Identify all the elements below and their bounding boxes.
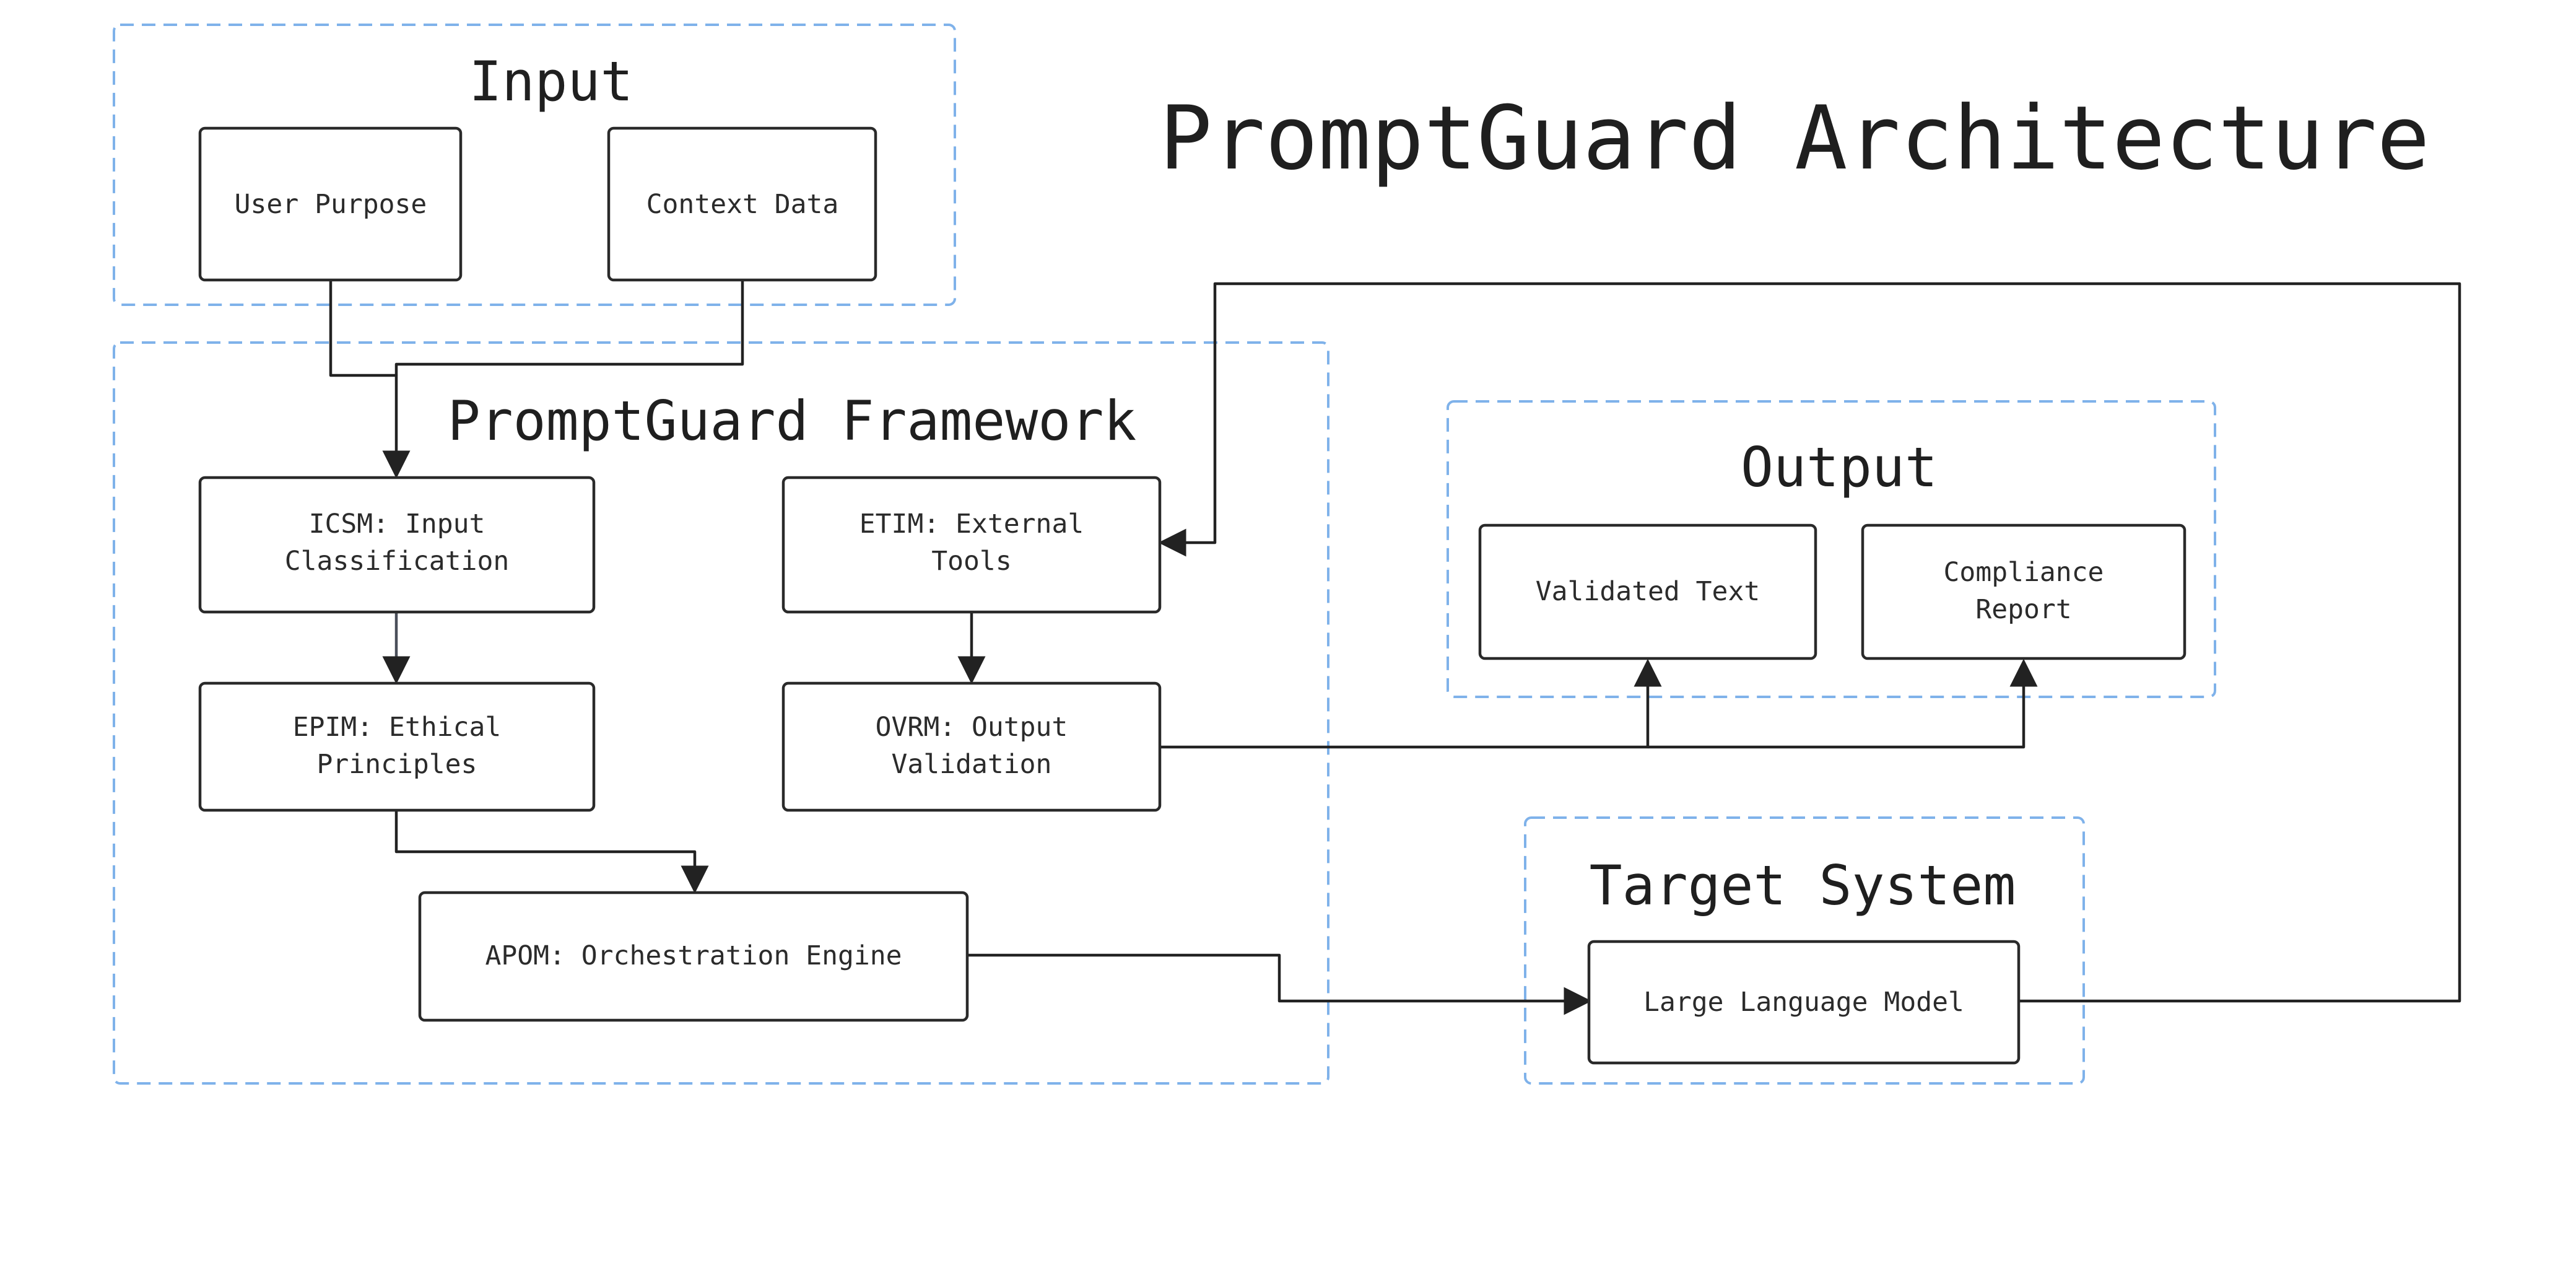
node-validated-text-box	[1478, 523, 1817, 660]
node-etim-box	[781, 476, 1162, 614]
node-large-language-model-box	[1587, 940, 2021, 1065]
input-group-title: Input	[469, 50, 633, 113]
node-user-purpose-label: User Purpose	[235, 189, 427, 220]
node-icsm-box	[198, 476, 596, 614]
node-epim-box	[198, 681, 596, 812]
node-epim-label-line2: Principles	[317, 749, 477, 780]
target-system-group-title: Target System	[1590, 854, 2016, 917]
connections	[329, 280, 2461, 1015]
node-icsm-label-line2: Classification	[285, 546, 509, 577]
edge-apom-to-llm	[967, 953, 1592, 1015]
node-apom-box	[418, 891, 969, 1022]
node-compliance-report-label-line2: Report	[1975, 594, 2071, 625]
node-compliance-report-box	[1861, 523, 2187, 660]
target-system-group: Target System	[1524, 816, 2085, 1085]
node-ovrm: OVRM: Output Validation	[781, 681, 1162, 812]
node-etim-label-line1: ETIM: External	[859, 509, 1084, 540]
input-group-border	[113, 24, 956, 306]
node-icsm: ICSM: Input Classification	[198, 476, 596, 614]
edge-llm-to-etim	[1158, 282, 2461, 1003]
edge-epim-to-apom	[394, 810, 709, 894]
node-ovrm-label-line1: OVRM: Output	[876, 712, 1068, 743]
framework-group: PromptGuard Framework	[113, 341, 1329, 1085]
node-user-purpose-box	[198, 126, 463, 282]
node-validated-text-label: Validated Text	[1536, 576, 1760, 607]
framework-group-title: PromptGuard Framework	[448, 389, 1137, 453]
edge-user-purpose-to-icsm	[329, 280, 411, 479]
input-group: Input	[113, 24, 956, 306]
node-context-data: Context Data	[607, 126, 877, 282]
node-etim-label-line2: Tools	[931, 546, 1011, 577]
node-apom: APOM: Orchestration Engine	[418, 891, 969, 1022]
node-compliance-report-label-line1: Compliance	[1944, 557, 2104, 588]
node-icsm-label-line1: ICSM: Input	[309, 509, 485, 540]
node-validated-text: Validated Text	[1478, 523, 1817, 660]
output-group: Output	[1447, 400, 2216, 698]
diagram-title: PromptGuard Architecture	[1159, 87, 2430, 190]
node-large-language-model: Large Language Model	[1587, 940, 2021, 1065]
node-ovrm-label-line2: Validation	[892, 749, 1052, 780]
output-group-title: Output	[1741, 435, 1938, 499]
node-compliance-report: Compliance Report	[1861, 523, 2187, 660]
edge-ovrm-to-compliance-report	[1648, 658, 2038, 749]
node-large-language-model-label: Large Language Model	[1643, 987, 1964, 1018]
node-etim: ETIM: External Tools	[781, 476, 1162, 614]
node-epim: EPIM: Ethical Principles	[198, 681, 596, 812]
edge-context-data-to-icsm	[394, 280, 744, 375]
node-context-data-label: Context Data	[646, 189, 839, 220]
node-user-purpose: User Purpose	[198, 126, 463, 282]
node-ovrm-box	[781, 681, 1162, 812]
node-context-data-box	[607, 126, 877, 282]
output-group-border	[1447, 400, 2216, 698]
edge-ovrm-to-validated-text	[1160, 658, 1662, 749]
target-system-group-border	[1524, 816, 2085, 1085]
node-epim-label-line1: EPIM: Ethical	[293, 712, 502, 743]
node-apom-label: APOM: Orchestration Engine	[485, 940, 902, 971]
